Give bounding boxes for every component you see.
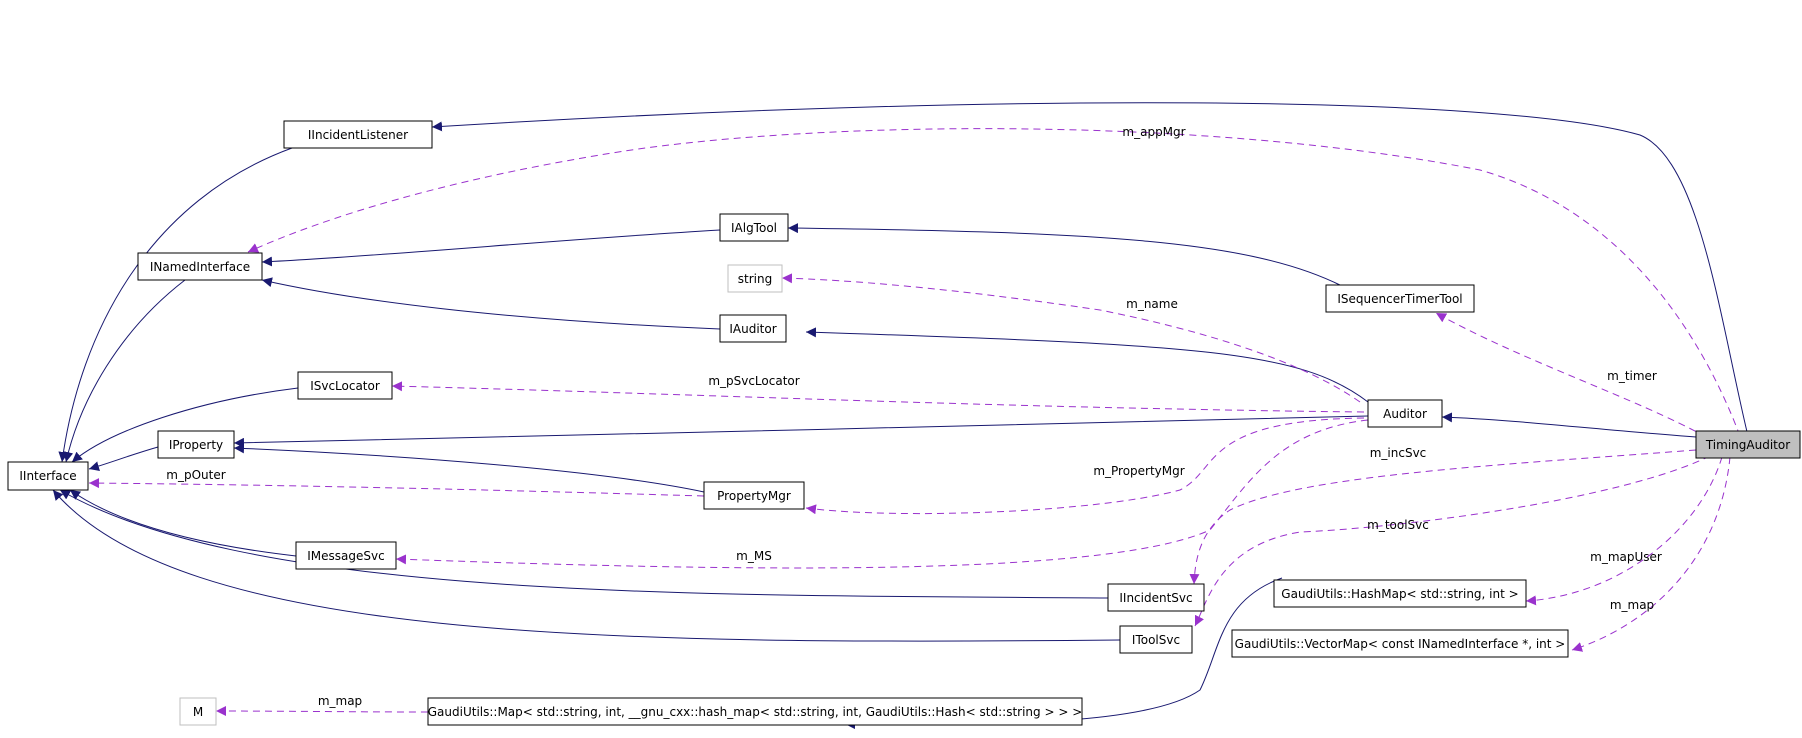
edge-m-pouter: m_pOuter (88, 468, 705, 497)
edge-imsgsvc-to-iinterface (69, 489, 297, 557)
edge-m-ms: m_MS (395, 419, 1369, 569)
svg-text:IIncidentSvc: IIncidentSvc (1119, 591, 1192, 605)
edge-label-m-property-mgr: m_PropertyMgr (1093, 464, 1184, 478)
svg-text:IAuditor: IAuditor (729, 322, 776, 336)
edge-m-inc-svc: m_incSvc (1189, 446, 1697, 585)
edge-auditor-to-iauditor (805, 327, 1369, 403)
svg-text:IProperty: IProperty (169, 438, 223, 452)
svg-text:ISequencerTimerTool: ISequencerTimerTool (1337, 292, 1462, 306)
svg-text:ISvcLocator: ISvcLocator (310, 379, 380, 393)
node-vectormap[interactable]: GaudiUtils::VectorMap< const INamedInter… (1231, 629, 1569, 658)
edge-label-m-app-mgr: m_appMgr (1122, 125, 1185, 139)
node-imessage-svc[interactable]: IMessageSvc (295, 541, 397, 570)
node-isequencer-timer-tool[interactable]: ISequencerTimerTool (1325, 284, 1475, 313)
nodes: TimingAuditor IIncidentListener INamedIn… (7, 120, 1801, 726)
svg-text:INamedInterface: INamedInterface (150, 260, 250, 274)
edge-timing-to-listener (431, 102, 1749, 437)
edge-m-map-vector: m_map (1571, 456, 1731, 652)
edge-iauditor-to-inamed (261, 277, 721, 330)
node-iincident-listener[interactable]: IIncidentListener (283, 120, 433, 149)
edge-timing-to-auditor (1441, 412, 1697, 438)
svg-text:IIncidentListener: IIncidentListener (308, 128, 408, 142)
edge-m-timer: m_timer (1435, 312, 1707, 438)
edge-listener-to-iinterface (58, 147, 293, 463)
svg-text:string: string (738, 272, 772, 286)
node-ialg-tool[interactable]: IAlgTool (719, 213, 789, 242)
svg-text:PropertyMgr: PropertyMgr (717, 489, 791, 503)
edge-iseqtimer-to-ialgtool (787, 223, 1343, 287)
edge-iproperty-to-iinterface (88, 446, 159, 472)
node-m[interactable]: M (179, 697, 217, 726)
svg-text:IToolSvc: IToolSvc (1132, 633, 1180, 647)
edge-m-map-m: m_map (215, 694, 429, 717)
edge-label-m-timer: m_timer (1607, 369, 1657, 383)
svg-text:TimingAuditor: TimingAuditor (1705, 438, 1790, 452)
edge-m-psvc-locator: m_pSvcLocator (391, 374, 1365, 413)
node-iinterface[interactable]: IInterface (7, 461, 89, 491)
edge-auditor-to-iproperty (233, 415, 1369, 448)
node-property-mgr[interactable]: PropertyMgr (703, 481, 805, 510)
edge-m-app-mgr: m_appMgr (247, 125, 1741, 437)
edge-m-property-mgr: m_PropertyMgr (805, 417, 1365, 515)
edge-label-m-ms: m_MS (736, 549, 772, 563)
edge-label-m-pouter: m_pOuter (166, 468, 225, 482)
edge-m-map-user: m_mapUser (1525, 456, 1723, 606)
svg-text:IInterface: IInterface (19, 469, 76, 483)
node-iincident-svc[interactable]: IIncidentSvc (1107, 583, 1205, 612)
edge-iincsvc-to-iinterface (59, 489, 1109, 599)
edge-isvcloc-to-iinterface (71, 387, 299, 463)
edge-propmgr-to-iproperty (233, 443, 705, 493)
edge-inamed-to-iinterface (63, 279, 186, 463)
edge-label-m-map-user: m_mapUser (1590, 550, 1662, 564)
node-hashmap[interactable]: GaudiUtils::HashMap< std::string, int > (1273, 579, 1527, 608)
edge-ialgtool-to-inamed (261, 229, 721, 267)
node-auditor[interactable]: Auditor (1367, 399, 1443, 428)
node-timing-auditor[interactable]: TimingAuditor (1695, 430, 1801, 459)
edge-m-name: m_name (781, 273, 1361, 403)
node-iauditor[interactable]: IAuditor (719, 314, 787, 343)
edge-label-m-inc-svc: m_incSvc (1370, 446, 1427, 460)
node-inamed-interface[interactable]: INamedInterface (137, 252, 263, 281)
node-isvc-locator[interactable]: ISvcLocator (297, 371, 393, 400)
node-iproperty[interactable]: IProperty (157, 430, 235, 459)
svg-text:GaudiUtils::Map< std::string,: GaudiUtils::Map< std::string, int, __gnu… (428, 705, 1083, 719)
svg-text:GaudiUtils::VectorMap< const I: GaudiUtils::VectorMap< const INamedInter… (1235, 637, 1566, 651)
edge-label-m-map-m: m_map (318, 694, 362, 708)
edge-label-m-tool-svc: m_toolSvc (1367, 518, 1429, 532)
svg-text:GaudiUtils::HashMap< std::stri: GaudiUtils::HashMap< std::string, int > (1281, 587, 1518, 601)
svg-text:IMessageSvc: IMessageSvc (307, 549, 384, 563)
svg-text:Auditor: Auditor (1383, 407, 1427, 421)
edge-itoolsvc-to-iinterface (52, 489, 1121, 642)
node-itool-svc[interactable]: IToolSvc (1119, 625, 1193, 654)
edges: m_appMgr m_timer m_incSvc m_toolSvc m_ma… (52, 102, 1749, 730)
svg-text:M: M (193, 705, 203, 719)
node-gaudi-map[interactable]: GaudiUtils::Map< std::string, int, __gnu… (427, 697, 1083, 726)
edge-label-m-name: m_name (1126, 297, 1178, 311)
edge-m-tool-svc: m_toolSvc (1194, 455, 1711, 627)
edge-label-m-map-vector: m_map (1610, 598, 1654, 612)
svg-text:IAlgTool: IAlgTool (731, 221, 777, 235)
node-string[interactable]: string (727, 264, 783, 293)
edge-label-m-psvc-locator: m_pSvcLocator (708, 374, 799, 388)
